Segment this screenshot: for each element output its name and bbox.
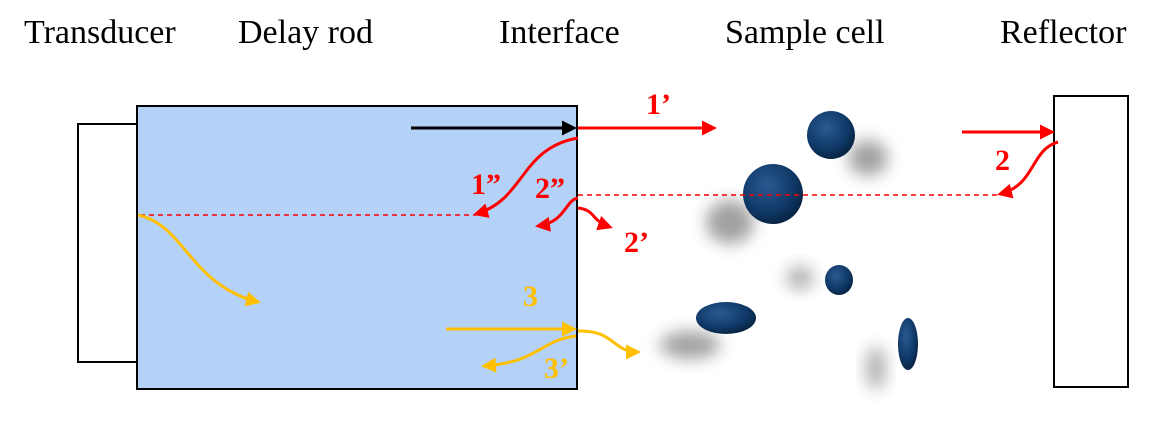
label-3: 3 [523, 280, 538, 313]
particle [743, 164, 803, 224]
label-2pp: 2” [535, 172, 565, 205]
particle [898, 318, 918, 370]
particle-shadow [848, 140, 888, 176]
reflector-header: Reflector [1000, 14, 1127, 51]
reflected-arrow-2pp [535, 196, 579, 232]
particle [807, 111, 855, 159]
label-2: 2 [995, 144, 1010, 177]
transducer-box [77, 123, 139, 363]
particle-shadow [706, 200, 754, 244]
particle-shadow [866, 346, 886, 390]
label-1pp: 1” [471, 168, 501, 201]
transducer-header: Transducer [24, 14, 176, 51]
particle [696, 302, 756, 334]
interface-header: Interface [499, 14, 620, 51]
particle [825, 265, 853, 295]
particle-shadow [660, 331, 720, 359]
reflected-arrow-3p [481, 334, 577, 373]
delay-rod [136, 105, 578, 390]
delay-rod-header: Delay rod [238, 14, 374, 51]
label-1p: 1’ [646, 88, 671, 121]
wave-curve-rod [137, 213, 261, 307]
reflected-arrow-2 [997, 140, 1059, 199]
label-2p: 2’ [624, 226, 649, 259]
sample-cell-header: Sample cell [725, 14, 885, 51]
reflector-box [1053, 95, 1129, 388]
transmitted-arrow-2p [577, 206, 613, 231]
reflected-arrow-1pp [473, 136, 579, 218]
transmitted-arrow-3 [577, 329, 641, 360]
particle-shadow [786, 266, 814, 290]
label-3p: 3’ [544, 352, 569, 385]
